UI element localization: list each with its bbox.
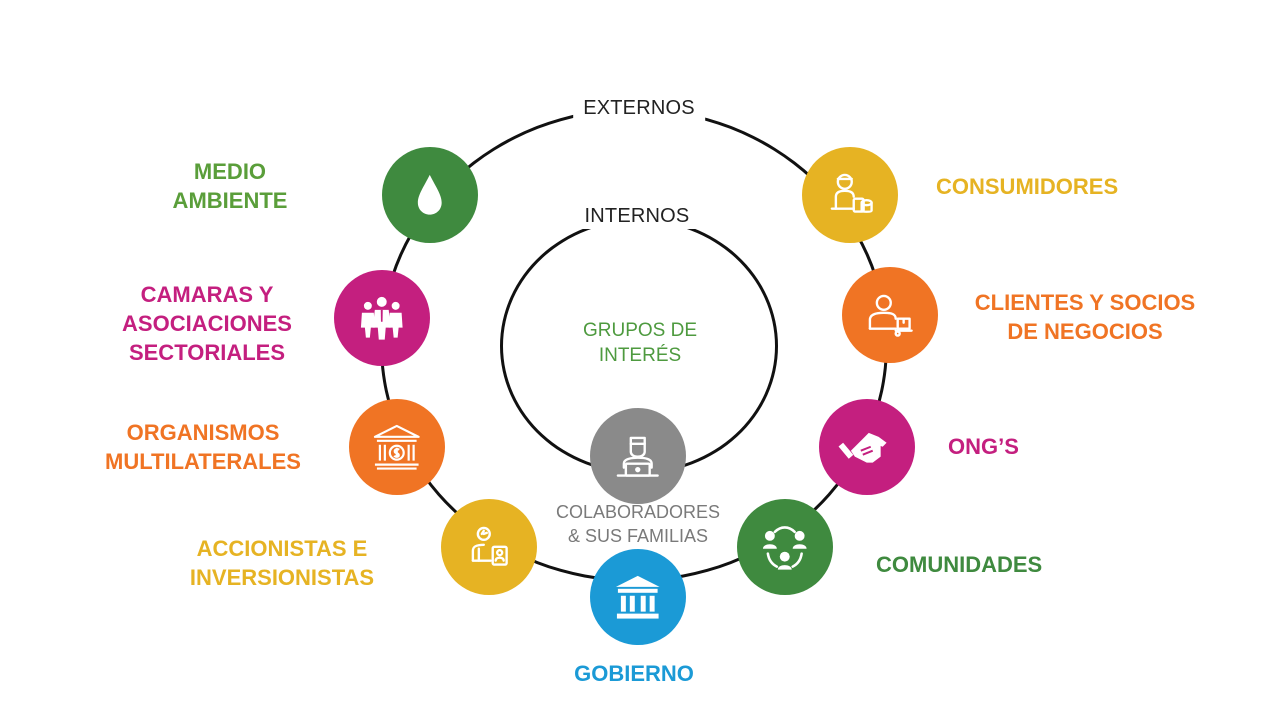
- node-comunidades: [737, 499, 833, 595]
- label-consumidores-line-1: CONSUMIDORES: [936, 174, 1119, 199]
- label-accionistas: ACCIONISTAS E INVERSIONISTAS: [190, 534, 374, 592]
- label-clientes-line-2: DE NEGOCIOS: [1007, 319, 1163, 344]
- label-organismos-line-2: MULTILATERALES: [105, 449, 301, 474]
- community-icon: [737, 499, 833, 595]
- label-comunidades: COMUNIDADES: [876, 550, 1042, 579]
- node-medio-ambiente: [382, 147, 478, 243]
- investor-icon: [441, 499, 537, 595]
- node-consumidores: [802, 147, 898, 243]
- label-camaras-line-2: ASOCIACIONES: [122, 311, 292, 336]
- node-ongs: [819, 399, 915, 495]
- center-title-line-1: GRUPOS DE: [582, 320, 698, 341]
- label-accionistas-line-1: ACCIONISTAS E: [196, 536, 368, 561]
- bank-dollar-icon: [349, 399, 445, 495]
- node-clientes: [842, 267, 938, 363]
- label-comunidades-line-1: COMUNIDADES: [876, 552, 1043, 577]
- label-camaras-line-3: SECTORIALES: [128, 340, 286, 365]
- water-drop-icon: [382, 147, 478, 243]
- node-accionistas: [441, 499, 537, 595]
- handshake-icon: [819, 399, 915, 495]
- label-colaboradores-line-2: & SUS FAMILIAS: [567, 526, 709, 546]
- node-organismos: [349, 399, 445, 495]
- node-gobierno: [590, 549, 686, 645]
- label-camaras-line-1: CAMARAS Y: [140, 282, 274, 307]
- label-medio-ambiente: MEDIO AMBIENTE: [173, 157, 288, 215]
- node-camaras: [334, 270, 430, 366]
- label-gobierno: GOBIERNO: [574, 659, 694, 688]
- label-clientes: CLIENTES Y SOCIOS DE NEGOCIOS: [975, 288, 1195, 346]
- label-colaboradores-line-1: COLABORADORES: [555, 502, 721, 522]
- label-internos: INTERNOS: [574, 203, 700, 229]
- label-organismos-line-1: ORGANISMOS: [126, 420, 280, 445]
- label-ongs: ONG’S: [948, 432, 1019, 461]
- label-camaras: CAMARAS Y ASOCIACIONES SECTORIALES: [122, 280, 292, 367]
- label-externos: EXTERNOS: [573, 95, 705, 121]
- center-title: GRUPOS DE INTERÉS: [540, 318, 740, 368]
- label-colaboradores: COLABORADORES & SUS FAMILIAS: [538, 500, 738, 548]
- group-people-icon: [334, 270, 430, 366]
- label-gobierno-line-1: GOBIERNO: [574, 661, 694, 686]
- label-consumidores: CONSUMIDORES: [936, 172, 1118, 201]
- laptop-worker-icon: [590, 408, 686, 504]
- label-organismos: ORGANISMOS MULTILATERALES: [105, 418, 301, 476]
- label-accionistas-line-2: INVERSIONISTAS: [189, 565, 375, 590]
- label-ongs-line-1: ONG’S: [948, 434, 1019, 459]
- label-medio-ambiente-line-1: MEDIO: [193, 159, 267, 184]
- node-colaboradores: [590, 408, 686, 504]
- government-building-icon: [590, 549, 686, 645]
- center-title-line-2: INTERÉS: [598, 345, 682, 366]
- label-medio-ambiente-line-2: AMBIENTE: [172, 188, 288, 213]
- consumer-icon: [802, 147, 898, 243]
- label-clientes-line-1: CLIENTES Y SOCIOS: [974, 290, 1196, 315]
- delivery-person-icon: [842, 267, 938, 363]
